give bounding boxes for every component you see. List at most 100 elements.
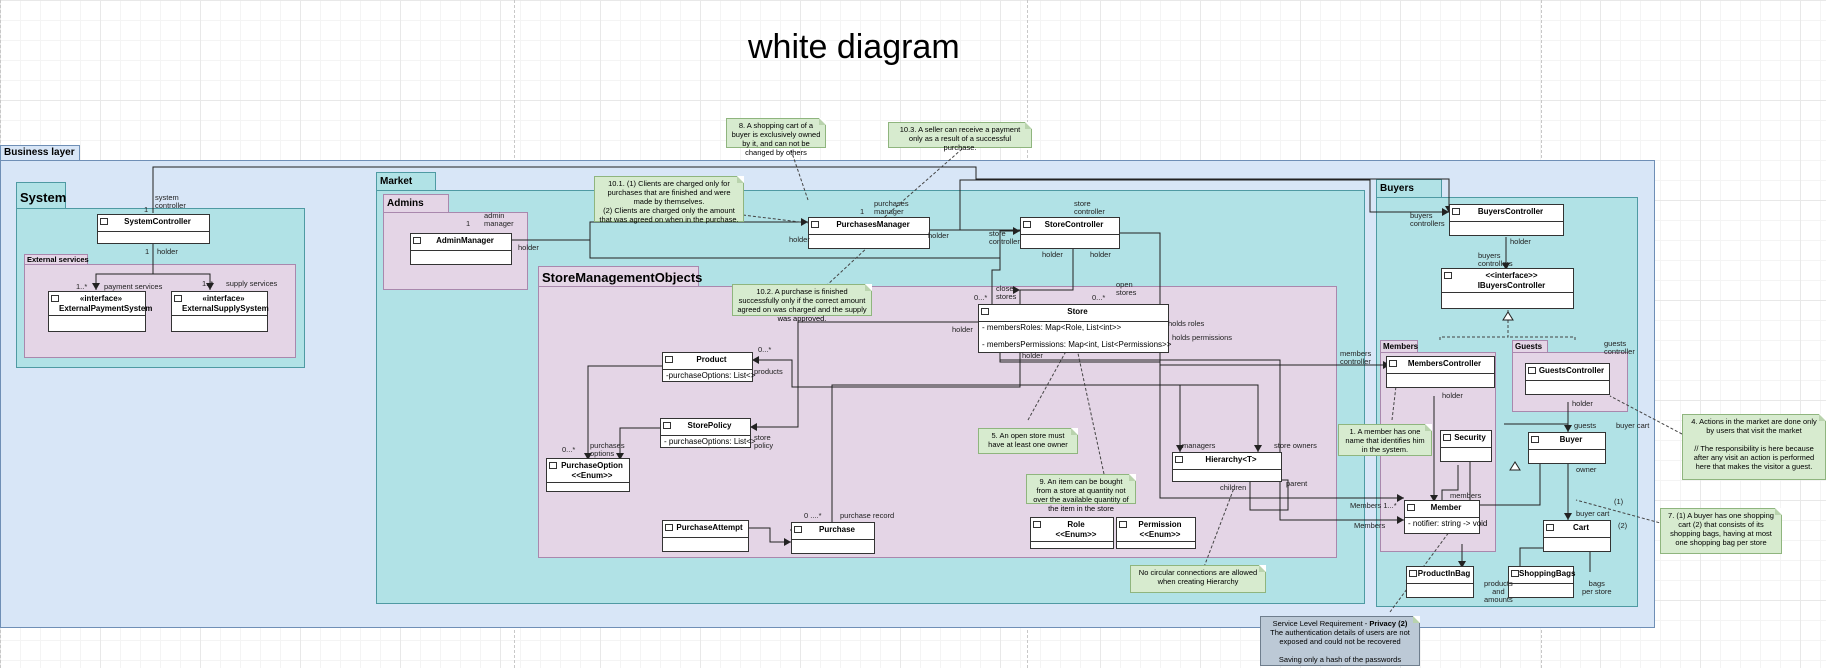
note-7[interactable]: 7. (1) A buyer has one shopping cart (2)… [1660, 508, 1782, 554]
purchase-option-class[interactable]: PurchaseOption<<Enum>> [546, 458, 630, 492]
store-controller-header: StoreController [1021, 218, 1119, 235]
store-controller-class[interactable]: StoreController [1020, 217, 1120, 249]
note-1[interactable]: 1. A member has one name that identifies… [1338, 424, 1432, 456]
shopping-bags-header: ShoppingBags [1509, 567, 1575, 584]
business-layer-label: Business layer [0, 145, 80, 161]
class-icon [1033, 521, 1041, 528]
class-icon [1546, 524, 1554, 531]
privacy-title: Privacy (2) [1369, 619, 1408, 628]
hierarchy-header: Hierarchy<T> [1173, 453, 1281, 470]
class-icon [981, 308, 989, 315]
note-no-circular[interactable]: No circular connections are allowed when… [1130, 565, 1266, 593]
shopping-bags-class[interactable]: ShoppingBags [1508, 566, 1575, 598]
system-label: System [16, 182, 66, 209]
ibuyers-controller-class[interactable]: <<interface>>IBuyersController [1441, 268, 1574, 309]
buyers-controller-class[interactable]: BuyersController [1449, 204, 1564, 236]
guests-controller-class[interactable]: GuestsController [1525, 363, 1610, 395]
label-purchase-options: purchases options [590, 441, 625, 458]
permission-enum-class[interactable]: Permission<<Enum>> [1116, 517, 1196, 549]
guests-label: Guests [1512, 340, 1548, 353]
label-holder: holder [1022, 351, 1043, 360]
system-controller-class[interactable]: SystemController [97, 214, 210, 244]
role-enum-class[interactable]: Role<<Enum>> [1030, 517, 1114, 549]
label-open-stores: open stores [1116, 280, 1137, 297]
purchases-manager-class[interactable]: PurchasesManager [808, 217, 930, 249]
note-10-3[interactable]: 10.3. A seller can receive a payment onl… [888, 122, 1032, 152]
security-header: Security [1441, 431, 1491, 448]
product-in-bag-header: ProductInBag [1407, 567, 1473, 584]
cart-class[interactable]: Cart [1543, 520, 1611, 552]
members-controller-class[interactable]: MembersController [1386, 356, 1495, 388]
label-holder: holder [1090, 250, 1111, 259]
buyer-class[interactable]: Buyer [1528, 432, 1606, 464]
store-class[interactable]: Store - membersRoles: Map<Role, List<int… [978, 304, 1171, 353]
label-holder: holder [518, 243, 539, 252]
note-8[interactable]: 8. A shopping cart of a buyer is exclusi… [726, 118, 826, 157]
product-class[interactable]: Product -purchaseOptions: List<> [662, 352, 756, 382]
cart-header: Cart [1544, 521, 1610, 538]
class-icon [1119, 521, 1127, 528]
label-mult: 1 [144, 205, 149, 214]
label-mult: 0...* [758, 345, 772, 354]
external-supply-system-class[interactable]: «interface»ExternalSupplySystem [171, 291, 269, 332]
label-close-stores: close stores [996, 284, 1017, 301]
buyer-header: Buyer [1529, 433, 1605, 450]
label-two-paren: (2) [1618, 521, 1628, 530]
class-name: Security [1454, 433, 1486, 442]
store-policy-class[interactable]: StorePolicy - purchaseOptions: List<> [660, 418, 756, 448]
external-services-label: External services [24, 254, 89, 265]
admin-manager-class[interactable]: AdminManager [410, 233, 512, 265]
note-5[interactable]: 5. An open store must have at least one … [978, 428, 1078, 454]
class-name: Store [1067, 307, 1088, 316]
class-icon [100, 218, 108, 225]
note-4[interactable]: 4. Actions in the market are done only b… [1682, 414, 1826, 480]
role-header: Role<<Enum>> [1031, 518, 1113, 542]
stereotype: <<Enum>> [571, 471, 613, 480]
member-class[interactable]: Member - notifier: string -> void [1404, 500, 1488, 534]
buyers-controller-header: BuyersController [1450, 205, 1563, 222]
label-products-amounts: products and amounts [1484, 579, 1513, 604]
store-attr-roles: - membersRoles: Map<Role, List<int>> [982, 323, 1122, 332]
stereotype: <<Enum>> [1055, 530, 1097, 539]
label-mult: 0 ....* [804, 511, 822, 520]
external-supply-header: «interface»ExternalSupplySystem [172, 292, 269, 316]
label-mult: 1..* [76, 282, 88, 291]
product-attr: -purchaseOptions: List<> [666, 371, 756, 380]
label-system-controller: system controller [155, 193, 186, 210]
class-icon [174, 295, 182, 302]
class-name: Member [1430, 503, 1462, 512]
class-name: PurchaseAttempt [676, 523, 743, 532]
label-members: members [1450, 491, 1482, 500]
class-name: ExternalPaymentSystem [59, 304, 153, 313]
member-header: Member [1405, 501, 1479, 518]
label-payment-services: payment services [104, 282, 163, 291]
system-controller-header: SystemController [98, 215, 209, 232]
purchase-class[interactable]: Purchase [791, 522, 875, 554]
note-privacy[interactable]: Service Level Requirement - Privacy (2)T… [1260, 616, 1420, 666]
stereotype: «interface» [202, 294, 245, 303]
members-controller-header: MembersController [1387, 357, 1494, 374]
label-buyer-cart-2: buyer cart [1576, 509, 1610, 518]
label-store-controller-side: store controller [989, 229, 1020, 246]
class-name: GuestsController [1538, 366, 1605, 375]
note-9[interactable]: 9. An item can be bought from a store at… [1026, 474, 1136, 513]
class-name: ExternalSupplySystem [182, 304, 269, 313]
hierarchy-class[interactable]: Hierarchy<T> [1172, 452, 1282, 482]
class-icon [665, 356, 673, 363]
member-attr: - notifier: string -> void [1408, 519, 1488, 528]
label-holds-roles: holds roles [1168, 319, 1205, 328]
label-holder: holder [157, 247, 178, 256]
label-holder: holder [1442, 391, 1463, 400]
external-payment-system-class[interactable]: «interface»ExternalPaymentSystem [48, 291, 152, 332]
ibuyers-controller-header: <<interface>>IBuyersController [1442, 269, 1573, 293]
note-10-1[interactable]: 10.1. (1) Clients are charged only for p… [594, 176, 744, 224]
note-10-2[interactable]: 10.2. A purchase is finished successfull… [732, 284, 872, 323]
label-mult: 0...* [974, 293, 988, 302]
label-holder: holder [928, 231, 949, 240]
purchase-attempt-class[interactable]: PurchaseAttempt [662, 520, 749, 552]
stereotype: <<interface>> [1485, 271, 1538, 280]
label-holder: holder [789, 235, 810, 244]
product-in-bag-class[interactable]: ProductInBag [1406, 566, 1474, 598]
security-class[interactable]: Security [1440, 430, 1492, 462]
stereotype: «interface» [79, 294, 123, 303]
